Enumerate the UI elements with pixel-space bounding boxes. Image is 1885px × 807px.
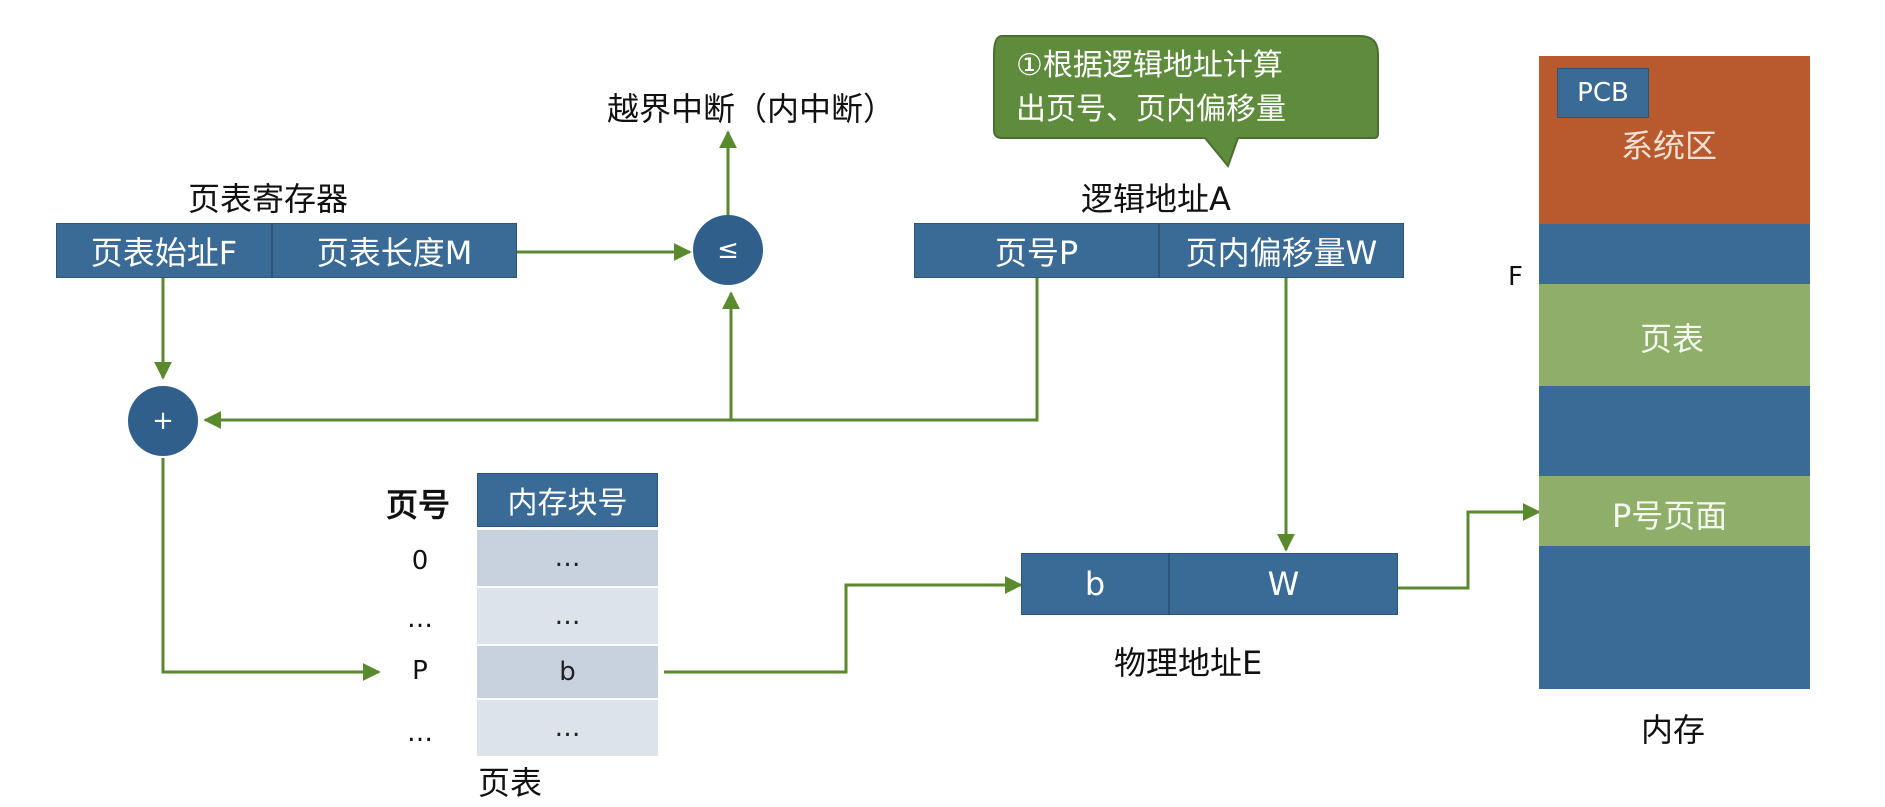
physical-frame-cell: b: [1021, 553, 1169, 615]
memory-caption: 内存: [1641, 711, 1706, 749]
page-table-row-page: …: [407, 604, 433, 634]
compare-circle: ≤: [693, 215, 763, 285]
logical-offset-cell: 页内偏移量W: [1159, 223, 1404, 278]
page-table-row-frame: …: [477, 530, 658, 586]
page-table-frame-header: 内存块号: [477, 473, 658, 527]
page-table-row-page: 0: [411, 546, 429, 576]
arrow-adder-to-row-p: [161, 458, 381, 681]
memory-page-table-region: [1539, 284, 1810, 386]
register-length-cell: 页表长度M: [272, 223, 517, 278]
adder-circle: +: [128, 386, 198, 456]
page-table-row-frame: b: [477, 646, 658, 698]
page-table-row-page: …: [407, 718, 433, 748]
arrow-page-to-adder: [203, 278, 1039, 429]
memory-page-table-label: 页表: [1640, 320, 1705, 358]
page-table-row-page: P: [412, 656, 428, 686]
page-table-row-frame: …: [477, 588, 658, 644]
memory-f-marker: F: [1508, 262, 1523, 292]
page-table-page-header: 页号: [386, 486, 451, 524]
memory-p-page-label: P号页面: [1612, 497, 1728, 535]
arrow-frame-to-physical: [664, 576, 1023, 674]
logical-page-cell: 页号P: [914, 223, 1159, 278]
register-start-cell: 页表始址F: [56, 223, 272, 278]
register-title: 页表寄存器: [188, 180, 349, 218]
interrupt-label: 越界中断（内中断）: [607, 90, 896, 128]
physical-address-title: 物理地址E: [1114, 644, 1263, 682]
callout-line-1: ①根据逻辑地址计算: [1016, 48, 1283, 83]
arrow-physical-to-memory: [1398, 503, 1541, 590]
physical-offset-cell: W: [1169, 553, 1398, 615]
logical-address-title: 逻辑地址A: [1081, 180, 1231, 218]
page-table-caption: 页表: [478, 764, 543, 802]
callout-bubble: [993, 35, 1379, 168]
page-table-row-frame: …: [477, 700, 658, 756]
memory-p-page-region: [1539, 476, 1810, 546]
memory-system-label: 系统区: [1621, 127, 1718, 165]
memory-pcb-box: PCB: [1557, 68, 1649, 118]
callout-line-2: 出页号、页内偏移量: [1016, 92, 1286, 127]
